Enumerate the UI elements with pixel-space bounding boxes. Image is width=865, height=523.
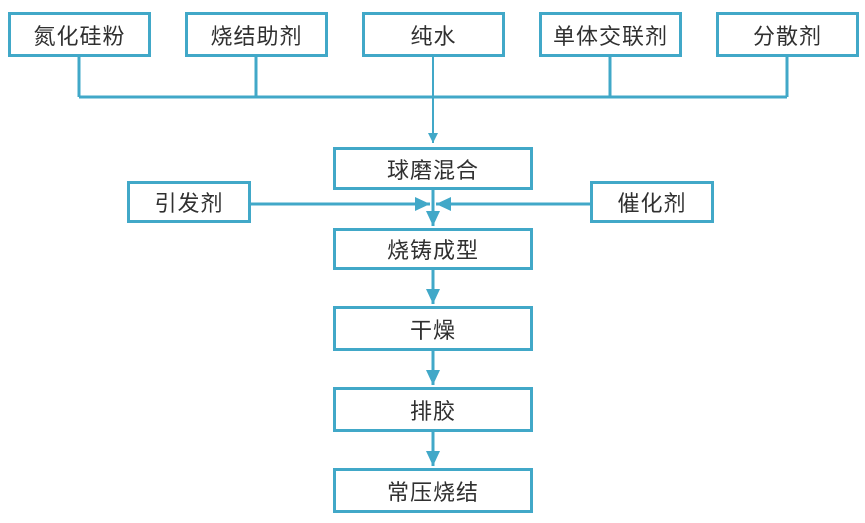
node-monomer-crosslinker: 单体交联剂 (539, 12, 682, 57)
node-debinding: 排胶 (333, 387, 533, 432)
node-sintering-aid: 烧结助剂 (185, 12, 328, 57)
node-dispersant: 分散剂 (716, 12, 859, 57)
node-initiator: 引发剂 (127, 181, 251, 223)
node-ball-mill-mixing: 球磨混合 (333, 147, 533, 190)
node-catalyst: 催化剂 (590, 181, 714, 223)
node-pure-water: 纯水 (362, 12, 505, 57)
node-cast-molding: 烧铸成型 (333, 228, 533, 270)
node-silicon-nitride-powder: 氮化硅粉 (8, 12, 151, 57)
node-drying: 干燥 (333, 306, 533, 351)
node-pressureless-sintering: 常压烧结 (333, 468, 533, 513)
